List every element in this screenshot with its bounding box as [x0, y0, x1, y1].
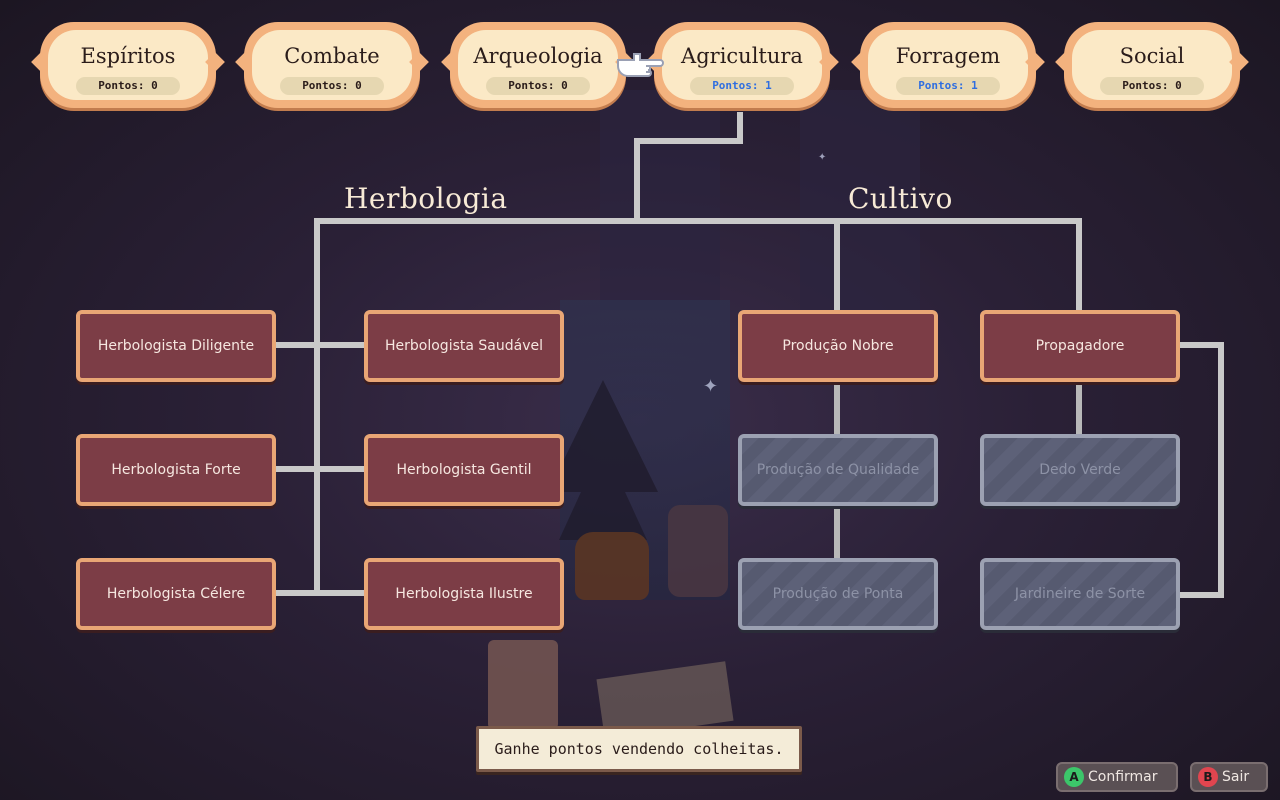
tab-points: Pontos: 1: [690, 77, 794, 95]
skill-jardineire-de-sorte[interactable]: Jardineire de Sorte: [980, 558, 1180, 630]
tab-points: Pontos: 0: [1100, 77, 1204, 95]
skill-propagadore[interactable]: Propagadore: [980, 310, 1180, 382]
category-title-cultivo: Cultivo: [848, 182, 953, 215]
jar: [668, 505, 728, 597]
tooltip-text: Ganhe pontos vendendo colheitas.: [494, 740, 784, 758]
confirm-label: Confirmar: [1088, 769, 1158, 785]
category-title-herbologia: Herbologia: [344, 182, 508, 215]
skill-producao-nobre[interactable]: Produção Nobre: [738, 310, 938, 382]
skill-herbologista-celere[interactable]: Herbologista Célere: [76, 558, 276, 630]
tab-points: Pontos: 1: [896, 77, 1000, 95]
exit-button[interactable]: B Sair: [1190, 762, 1268, 792]
skill-herbologista-forte[interactable]: Herbologista Forte: [76, 434, 276, 506]
skill-herbologista-saudavel[interactable]: Herbologista Saudável: [364, 310, 564, 382]
skill-producao-de-qualidade[interactable]: Produção de Qualidade: [738, 434, 938, 506]
skill-herbologista-diligente[interactable]: Herbologista Diligente: [76, 310, 276, 382]
tab-points: Pontos: 0: [280, 77, 384, 95]
tab-combate[interactable]: Combate Pontos: 0: [244, 22, 420, 108]
confirm-button[interactable]: A Confirmar: [1056, 762, 1178, 792]
tab-title: Arqueologia: [473, 44, 603, 68]
tab-agricultura[interactable]: Agricultura Pontos: 1: [654, 22, 830, 108]
tab-title: Espíritos: [80, 44, 176, 68]
tree-silhouette: [548, 380, 658, 540]
candle: [488, 640, 558, 730]
a-button-icon: A: [1064, 767, 1084, 787]
skill-producao-de-ponta[interactable]: Produção de Ponta: [738, 558, 938, 630]
tab-title: Forragem: [895, 44, 1001, 68]
b-button-icon: B: [1198, 767, 1218, 787]
pot: [575, 532, 649, 600]
tab-title: Combate: [284, 44, 380, 68]
exit-label: Sair: [1222, 769, 1250, 785]
tab-title: Social: [1119, 44, 1185, 68]
star-icon: ✦: [818, 152, 827, 163]
tab-points: Pontos: 0: [76, 77, 180, 95]
curtain-left: [600, 90, 720, 310]
skill-dedo-verde[interactable]: Dedo Verde: [980, 434, 1180, 506]
tab-title: Agricultura: [681, 44, 803, 68]
star-icon: ✦: [703, 376, 719, 397]
skill-herbologista-ilustre[interactable]: Herbologista Ilustre: [364, 558, 564, 630]
tab-espiritos[interactable]: Espíritos Pontos: 0: [40, 22, 216, 108]
tab-forragem[interactable]: Forragem Pontos: 1: [860, 22, 1036, 108]
tab-points: Pontos: 0: [486, 77, 590, 95]
skill-herbologista-gentil[interactable]: Herbologista Gentil: [364, 434, 564, 506]
tooltip-box: Ganhe pontos vendendo colheitas.: [476, 726, 802, 772]
tab-social[interactable]: Social Pontos: 0: [1064, 22, 1240, 108]
window: [560, 300, 730, 600]
tab-arqueologia[interactable]: Arqueologia Pontos: 0: [450, 22, 626, 108]
pointing-hand-icon: [617, 53, 664, 77]
